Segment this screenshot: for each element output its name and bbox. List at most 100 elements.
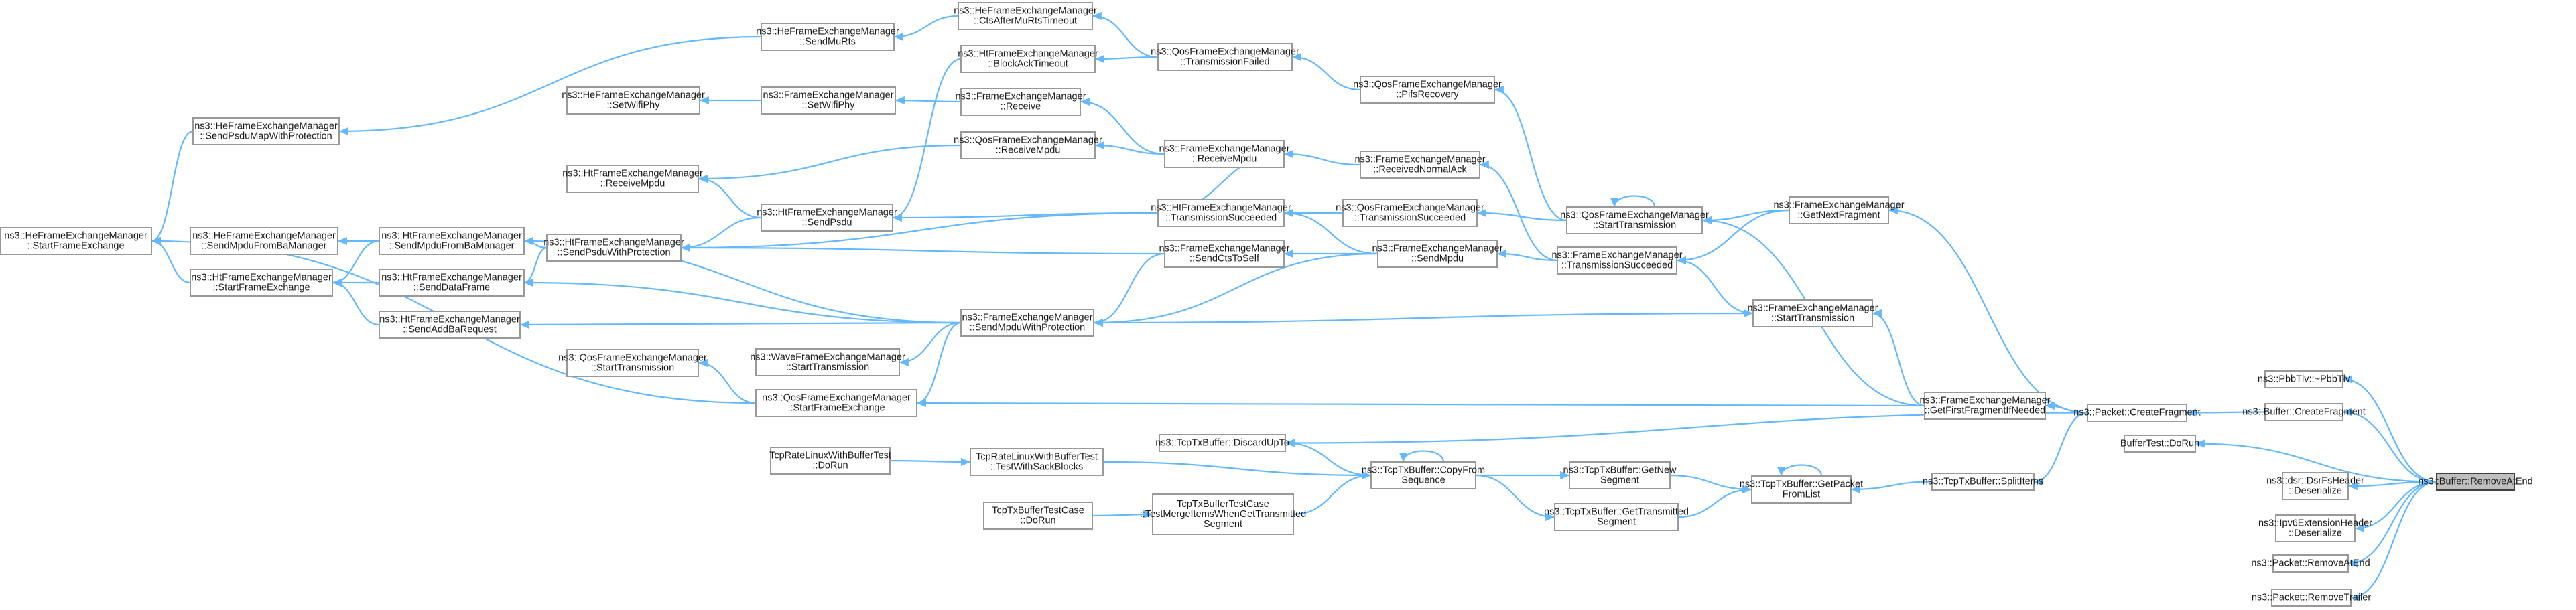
call-graph-node[interactable]: ns3::FrameExchangeManager::StartTransmis… bbox=[1747, 299, 1878, 327]
node-box bbox=[2271, 589, 2352, 607]
call-graph-node[interactable]: ns3::HtFrameExchangeManager::SendPsdu bbox=[757, 204, 897, 232]
call-edge bbox=[899, 321, 962, 367]
call-graph-node[interactable]: ns3::QosFrameExchangeManager::Transmissi… bbox=[1151, 43, 1299, 71]
node-label: ::SendAddBaRequest bbox=[403, 324, 496, 335]
call-graph-node[interactable]: ns3::HtFrameExchangeManager::SendPsduWit… bbox=[543, 234, 684, 262]
call-graph-node[interactable]: ns3::FrameExchangeManager::Receive bbox=[955, 88, 1086, 116]
call-graph-node[interactable]: ns3::Packet::RemoveAtEnd bbox=[2251, 554, 2370, 573]
call-graph-node[interactable]: ns3::QosFrameExchangeManager::PifsRecove… bbox=[1353, 76, 1502, 104]
node-box bbox=[1370, 461, 1476, 489]
node-box bbox=[1557, 246, 1677, 275]
node-label: ns3::WaveFrameExchangeManager bbox=[750, 352, 905, 362]
node-label: ::SendMpduFromBaManager bbox=[202, 240, 327, 251]
call-graph-node[interactable]: ns3::HtFrameExchangeManager::SendAddBaRe… bbox=[379, 311, 521, 339]
call-edge bbox=[338, 35, 762, 136]
call-graph-node[interactable]: ns3::TcpTxBuffer::DiscardUpTo bbox=[1155, 434, 1289, 452]
node-label: ns3::TcpTxBuffer::CopyFrom bbox=[1362, 465, 1485, 475]
call-graph-node[interactable]: ns3::HeFrameExchangeManager::SendPsduMap… bbox=[192, 117, 340, 145]
call-graph-node[interactable]: ns3::HtFrameExchangeManager::ReceiveMpdu bbox=[562, 165, 703, 193]
call-graph-node[interactable]: ns3::HtFrameExchangeManager::BlockAckTim… bbox=[958, 45, 1098, 73]
call-graph-node[interactable]: ns3::FrameExchangeManager::GetFirstFragm… bbox=[1919, 392, 2051, 420]
call-edge bbox=[892, 58, 962, 222]
node-label: ::StartFrameExchange bbox=[27, 240, 124, 251]
call-graph-node[interactable]: ns3::FrameExchangeManager::TransmissionS… bbox=[1551, 246, 1683, 275]
node-box bbox=[1569, 461, 1671, 489]
call-graph-node[interactable]: ns3::FrameExchangeManager::GetNextFragme… bbox=[1773, 196, 1905, 224]
call-graph-node[interactable]: ns3::HeFrameExchangeManager::StartFrameE… bbox=[0, 227, 152, 255]
node-label: ns3::HtFrameExchangeManager bbox=[562, 168, 703, 179]
call-graph-node[interactable]: ns3::HeFrameExchangeManager::SendMpduFro… bbox=[190, 227, 338, 255]
node-box bbox=[2282, 472, 2349, 500]
call-edge bbox=[1094, 54, 1159, 64]
call-graph-node[interactable]: ns3::Packet::RemoveTrailer bbox=[2252, 589, 2372, 607]
call-graph-node[interactable]: ns3::WaveFrameExchangeManager::StartTran… bbox=[750, 348, 905, 376]
call-graph-node[interactable]: ns3::QosFrameExchangeManager::StartTrans… bbox=[1560, 206, 1709, 234]
node-label: ns3::PbbTlv::~PbbTlv bbox=[2258, 374, 2351, 384]
call-graph-node[interactable]: ns3::QosFrameExchangeManager::Transmissi… bbox=[1336, 199, 1484, 227]
call-graph-node[interactable]: TcpRateLinuxWithBufferTest::TestWithSack… bbox=[970, 448, 1104, 476]
node-label: ::StartTransmission bbox=[591, 362, 674, 373]
call-edge bbox=[680, 216, 762, 252]
call-graph-node[interactable]: ns3::HeFrameExchangeManager::CtsAfterMuR… bbox=[954, 2, 1097, 30]
node-label: ns3::Packet::RemoveAtEnd bbox=[2251, 558, 2370, 568]
call-graph-node[interactable]: ns3::TcpTxBuffer::SplitItems bbox=[1923, 473, 2043, 491]
call-graph-node[interactable]: ns3::Ipv6ExtensionHeader::Deserialize bbox=[2258, 514, 2372, 542]
call-graph-node[interactable]: ns3::FrameExchangeManager::ReceivedNorma… bbox=[1354, 151, 1486, 179]
call-graph-node[interactable]: ns3::HtFrameExchangeManager::StartFrameE… bbox=[190, 269, 333, 297]
call-graph-node[interactable]: ns3::FrameExchangeManager::ReceiveMpdu bbox=[1159, 140, 1290, 168]
call-graph-node[interactable]: TcpRateLinuxWithBufferTest::DoRun bbox=[769, 447, 891, 475]
node-box bbox=[1566, 206, 1703, 234]
node-label: FromList bbox=[1783, 489, 1820, 500]
call-graph-node[interactable]: BufferTest::DoRun bbox=[2120, 435, 2199, 453]
call-edge bbox=[1102, 461, 1372, 480]
node-box bbox=[761, 23, 895, 51]
call-graph-node[interactable]: ns3::QosFrameExchangeManager::StartFrame… bbox=[755, 389, 917, 417]
node-label: ::SendDataFrame bbox=[413, 282, 490, 293]
node-label: ns3::FrameExchangeManager bbox=[955, 91, 1086, 102]
call-edge bbox=[1850, 481, 1933, 494]
node-label: ns3::FrameExchangeManager bbox=[1773, 200, 1904, 210]
call-graph-node[interactable]: ns3::FrameExchangeManager::SendMpduWithP… bbox=[960, 309, 1094, 337]
node-box bbox=[1789, 196, 1889, 224]
node-label: ns3::FrameExchangeManager bbox=[1747, 303, 1878, 313]
call-graph-node[interactable]: TcpTxBufferTestCase::DoRun bbox=[983, 502, 1093, 530]
node-box bbox=[755, 348, 900, 376]
call-edge bbox=[698, 144, 962, 183]
call-edge bbox=[916, 321, 962, 408]
node-label: ::GetNextFragment bbox=[1797, 210, 1880, 220]
call-graph-node[interactable]: ns3::HeFrameExchangeManager::SendMuRts bbox=[756, 23, 899, 51]
node-label: ::Deserialize bbox=[2289, 528, 2342, 538]
call-graph-root-node[interactable]: ns3::Buffer::RemoveAtEnd bbox=[2418, 473, 2533, 491]
call-graph-node[interactable]: ns3::QosFrameExchangeManager::ReceiveMpd… bbox=[954, 131, 1102, 159]
node-layer: ns3::Buffer::RemoveAtEnd ns3::PbbTlv::~Pb… bbox=[0, 2, 2533, 607]
call-graph-node[interactable]: ns3::HeFrameExchangeManager::SetWifiPhy bbox=[562, 86, 705, 115]
node-label: ::SendMuRts bbox=[799, 36, 856, 47]
call-edge bbox=[1080, 97, 1165, 155]
call-graph-node[interactable]: ns3::Packet::CreateFragment bbox=[2073, 404, 2201, 422]
node-label: Segment bbox=[1204, 519, 1242, 530]
call-graph-node[interactable]: ns3::Buffer::CreateFragment bbox=[2242, 403, 2366, 421]
node-label: ::ReceiveMpdu bbox=[600, 178, 665, 189]
call-graph-node[interactable]: ns3::HtFrameExchangeManager::SendMpduFro… bbox=[379, 227, 525, 255]
call-graph-node[interactable]: ns3::HtFrameExchangeManager::SendDataFra… bbox=[379, 269, 525, 297]
call-edge bbox=[1094, 141, 1165, 155]
node-label: ::TestMergeItemsWhenGetTransmitted bbox=[1140, 509, 1306, 520]
call-graph-node[interactable]: TcpTxBufferTestCase::TestMergeItemsWhenG… bbox=[1140, 493, 1306, 535]
node-label: ns3::HtFrameExchangeManager bbox=[543, 237, 684, 248]
call-graph-node[interactable]: ns3::FrameExchangeManager::SendCtsToSelf bbox=[1159, 240, 1290, 268]
call-graph-node[interactable]: ns3::FrameExchangeManager::SendMpdu bbox=[1372, 240, 1503, 268]
call-graph-node[interactable]: ns3::FrameExchangeManager::SetWifiPhy bbox=[761, 86, 896, 115]
call-graph-node[interactable]: ns3::PbbTlv::~PbbTlv bbox=[2258, 370, 2351, 388]
call-edge bbox=[1888, 206, 2088, 414]
call-graph-node[interactable]: ns3::QosFrameExchangeManager::StartTrans… bbox=[558, 349, 707, 377]
call-edge bbox=[2033, 412, 2088, 486]
node-label: ns3::HtFrameExchangeManager bbox=[381, 272, 522, 283]
call-graph-node[interactable]: ns3::HtFrameExchangeManager::Transmissio… bbox=[1151, 199, 1291, 227]
call-graph-node[interactable]: ns3::dsr::DsrFsHeader::Deserialize bbox=[2266, 472, 2364, 500]
node-box bbox=[960, 45, 1096, 73]
